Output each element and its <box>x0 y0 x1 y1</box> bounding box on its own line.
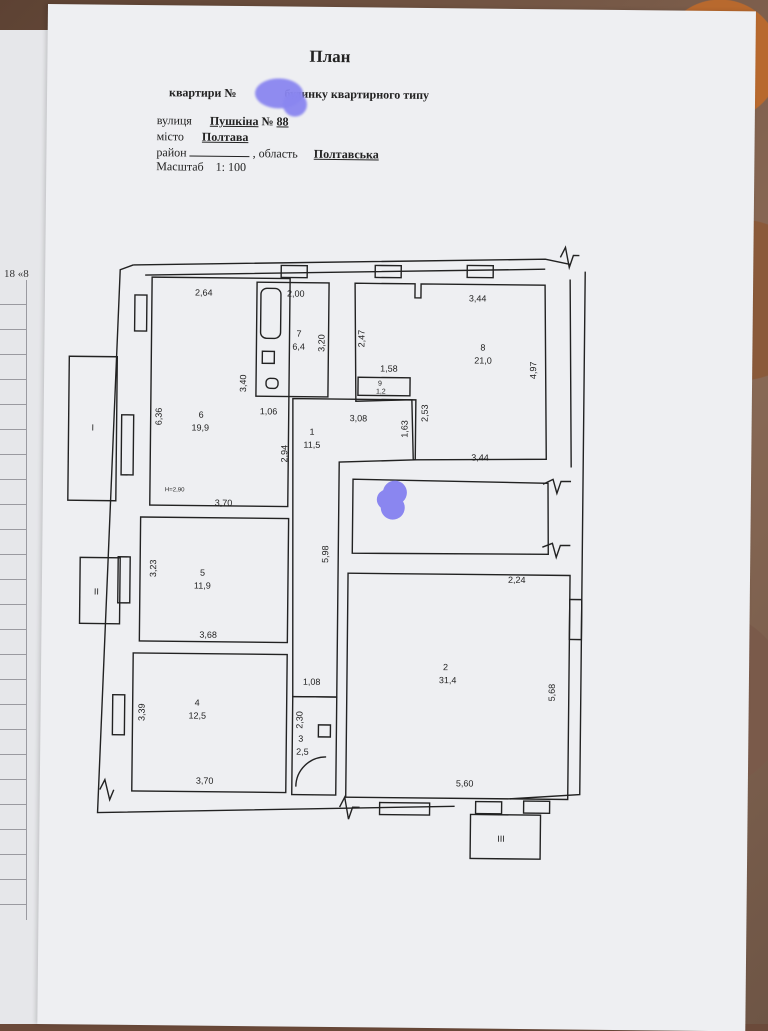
dimension: 4,97 <box>528 362 538 380</box>
room-label-num: 5 <box>200 568 205 578</box>
break-line <box>559 245 580 271</box>
dimension: 3,44 <box>469 293 487 303</box>
window <box>466 264 494 279</box>
dimension: 3,40 <box>238 374 248 392</box>
balcony-iii <box>469 813 542 860</box>
outer-wall-inner <box>145 268 572 468</box>
dimension: 3,68 <box>199 630 217 640</box>
window <box>474 800 503 815</box>
balcony-i <box>67 355 119 502</box>
back-sheet-tab: 18 «8 <box>4 268 29 280</box>
break-line <box>338 794 360 820</box>
dimension: 3,70 <box>196 776 214 786</box>
window <box>117 556 131 604</box>
sink-icon <box>317 724 332 738</box>
room-label-num: 1 <box>309 427 314 437</box>
toilet-icon <box>265 377 279 390</box>
dimension: 1,06 <box>260 406 278 416</box>
dimension: 5,68 <box>547 684 557 702</box>
outer-wall <box>96 258 586 814</box>
room-label-num: 2 <box>443 662 448 672</box>
dimension: 2,47 <box>356 330 366 348</box>
room-label-area: 21,0 <box>474 355 492 365</box>
balcony-ii <box>78 556 121 625</box>
ceiling-height: H=2,90 <box>165 487 185 493</box>
room-3-outline <box>291 695 338 796</box>
room-5-outline <box>138 516 290 644</box>
room-label-num: 4 <box>195 698 200 708</box>
door-swing <box>295 756 327 787</box>
room-9-outline <box>357 376 411 397</box>
balcony-label: I <box>92 422 95 432</box>
dimension: 1,08 <box>303 677 321 687</box>
room-label-num: 8 <box>480 343 485 353</box>
dimension: 3,39 <box>136 703 146 721</box>
dimension: 3,44 <box>471 452 489 462</box>
bathtub-icon <box>259 287 282 340</box>
window <box>111 694 126 736</box>
room-label-num: 7 <box>297 329 302 339</box>
dimension: 3,08 <box>350 413 368 423</box>
window <box>280 264 308 279</box>
window <box>568 598 583 641</box>
dimension: 5,98 <box>320 545 330 563</box>
room-label-area: 6,4 <box>292 342 305 352</box>
window <box>522 800 551 815</box>
room-label-area: 1,2 <box>376 388 386 395</box>
floor-plan: 6 19,9 7 6,4 8 21,0 9 1,2 1 11,5 5 11,9 … <box>67 245 586 860</box>
dimension: 2,94 <box>279 445 289 463</box>
dimension: 6,36 <box>154 408 164 426</box>
room-label-area: 11,5 <box>303 440 320 450</box>
dimension: 2,30 <box>294 711 304 729</box>
balcony-label: III <box>497 834 505 844</box>
room-label-area: 11,9 <box>194 581 211 591</box>
room-label-num: 6 <box>199 410 204 420</box>
back-sheet-table <box>0 280 27 920</box>
window <box>133 294 148 332</box>
hall-outline <box>351 478 549 555</box>
room-4-outline <box>131 652 288 794</box>
balcony-label: II <box>94 587 99 597</box>
room-label-area: 2,5 <box>296 747 309 757</box>
dimension: 2,00 <box>287 289 305 299</box>
dimension: 2,24 <box>508 575 526 585</box>
window <box>120 414 135 476</box>
sink-icon <box>261 350 276 365</box>
room-label-area: 19,9 <box>192 423 210 433</box>
dimension: 3,70 <box>215 498 233 508</box>
dimension: 3,20 <box>316 334 326 352</box>
room-2-outline <box>345 572 571 801</box>
room-label-num: 9 <box>378 380 382 387</box>
redaction-blur <box>376 480 407 520</box>
room-7-outline <box>255 281 330 398</box>
break-line <box>542 478 572 496</box>
window <box>378 801 431 816</box>
break-line <box>99 777 115 802</box>
dimension: 1,63 <box>399 420 409 438</box>
window <box>374 264 402 279</box>
dimension: 3,23 <box>148 560 158 578</box>
floor-plan-sheet: План квартири № будинку квартирного типу… <box>37 4 756 1031</box>
dimension: 5,60 <box>456 778 474 788</box>
dimension: 1,58 <box>380 363 398 373</box>
dimension: 2,53 <box>420 404 430 422</box>
room-label-area: 31,4 <box>439 675 457 685</box>
break-line <box>542 542 571 560</box>
room-label-num: 3 <box>298 734 303 744</box>
dimension: 2,64 <box>195 288 213 298</box>
room-label-area: 12,5 <box>189 711 207 721</box>
room-6-outline <box>149 276 291 508</box>
